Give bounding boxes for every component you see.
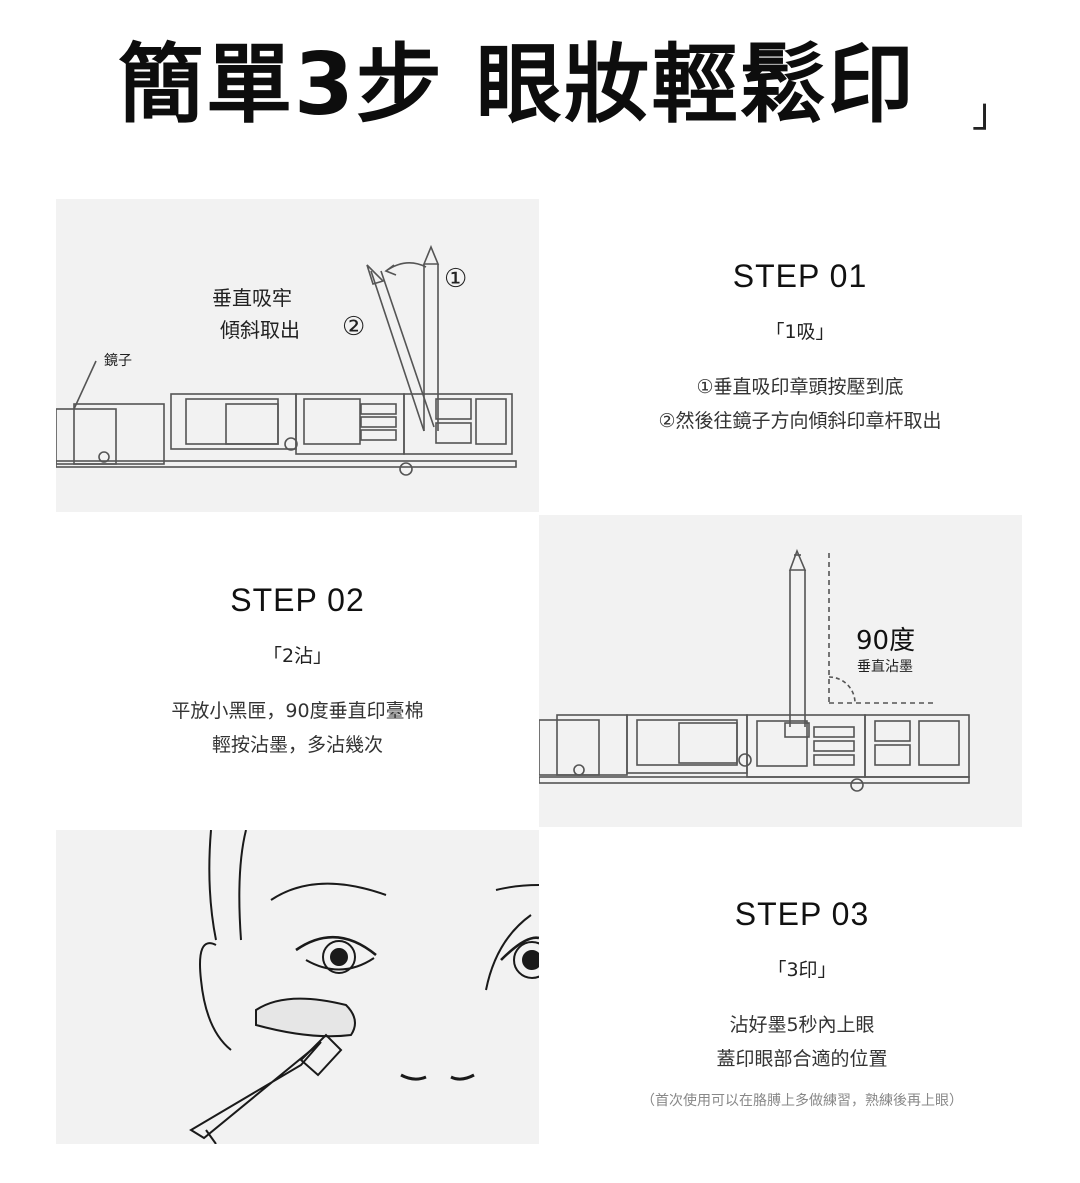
dipping-illustration: 90度 垂直沾墨 — [539, 548, 970, 792]
ill-angle-label: 90度 — [856, 626, 915, 656]
step3-title: STEP 03 — [734, 896, 870, 932]
ill-label-vertical: 垂直吸牢 — [212, 286, 292, 310]
step3-note: （首次使用可以在胳膊上多做練習，熟練後再上眼） — [641, 1093, 963, 1109]
title-bracket: 」 — [972, 90, 1012, 136]
step2-desc-line2: 輕按沾墨，多沾幾次 — [211, 734, 383, 756]
step3-description: 沾好墨5秒內上眼 蓋印眼部合適的位置 — [560, 1008, 1044, 1076]
step2-text: STEP 02 「2沾」 平放小黑匣，90度垂直印臺棉 輕按沾墨，多沾幾次 — [56, 582, 539, 762]
step1-text: STEP 01 「1吸」 ①垂直吸印章頭按壓到底 ②然後往鏡子方向傾斜印章杆取出 — [540, 258, 1060, 438]
ill-label-tilt: 傾斜取出 — [220, 318, 300, 342]
step3-subtitle: 「3印」 — [767, 959, 837, 981]
step2-illustration: 90度 垂直沾墨 — [539, 515, 1022, 827]
step2-desc-line1: 平放小黑匣，90度垂直印臺棉 — [171, 700, 424, 722]
step1-desc-line1: ①垂直吸印章頭按壓到底 — [696, 376, 904, 398]
ill-label-mirror: 鏡子 — [104, 353, 132, 369]
step3-illustration — [56, 830, 539, 1144]
compact-case-illustration: 垂直吸牢 傾斜取出 鏡子 ① ② — [56, 244, 517, 476]
step3-desc-line2: 蓋印眼部合適的位置 — [716, 1048, 888, 1070]
face-illustration — [189, 830, 539, 1144]
ill-num-1: ① — [444, 264, 467, 294]
step2-title: STEP 02 — [230, 582, 365, 618]
step2-description: 平放小黑匣，90度垂直印臺棉 輕按沾墨，多沾幾次 — [56, 694, 539, 762]
step1-subtitle: 「1吸」 — [765, 321, 835, 343]
step1-desc-line2: ②然後往鏡子方向傾斜印章杆取出 — [658, 410, 942, 432]
ill-angle-sub: 垂直沾墨 — [857, 658, 913, 675]
step3-desc-line1: 沾好墨5秒內上眼 — [729, 1014, 875, 1036]
ill-num-2: ② — [342, 312, 365, 342]
page-title: 簡單3步 眼妝輕鬆印 — [118, 35, 916, 135]
step1-title: STEP 01 — [732, 258, 868, 294]
step3-text: STEP 03 「3印」 沾好墨5秒內上眼 蓋印眼部合適的位置 （首次使用可以在… — [560, 896, 1044, 1110]
step2-subtitle: 「2沾」 — [262, 645, 333, 667]
step1-illustration: 垂直吸牢 傾斜取出 鏡子 ① ② — [56, 199, 539, 512]
step1-description: ①垂直吸印章頭按壓到底 ②然後往鏡子方向傾斜印章杆取出 — [540, 370, 1060, 438]
